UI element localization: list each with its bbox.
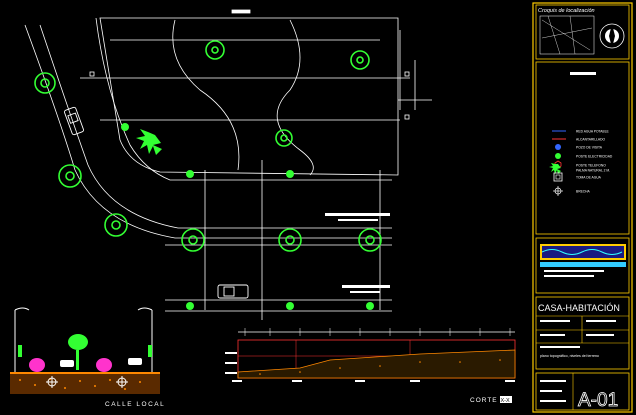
street-label: CALLE LOCAL (105, 401, 165, 408)
level-notes (325, 213, 390, 293)
tree-icon (205, 40, 225, 60)
trees (34, 40, 382, 252)
plan-description: plano topográfico, niveles del terreno (540, 354, 599, 358)
legend-labels: RED AGUA POTABLE ALCANTARILLADO POZO DE … (576, 130, 613, 194)
site-plan (24, 9, 432, 320)
contour-line-2 (276, 19, 314, 176)
car-icon (64, 106, 84, 136)
legend-item-label: POSTE TELEFONO (576, 164, 606, 168)
sheet-panel: A-01 (535, 372, 630, 411)
square-icon (553, 172, 563, 182)
crosshair-icon (553, 186, 563, 196)
tree-icon (275, 129, 293, 147)
legend-symbols (549, 130, 566, 196)
legend-item-label: RED AGUA POTABLE (576, 130, 610, 134)
street-section: CALLE LOCAL (10, 307, 165, 408)
legend-item-label: BRECHA (576, 190, 591, 194)
tree-icon (358, 228, 382, 252)
crosshair-icon (46, 376, 128, 388)
contour-line-1 (172, 19, 240, 171)
tree-icon (34, 72, 56, 94)
banner-panel (535, 237, 630, 294)
section-mark: X-X (501, 398, 511, 404)
car-icon (217, 284, 249, 299)
property-boundary (99, 17, 399, 176)
section-label: CORTE (470, 397, 498, 404)
legend-item-label: POZO DE VISITA (576, 146, 603, 150)
tree-icon (278, 228, 302, 252)
legend-item-label: POSTE ELECTRICIDAD (576, 155, 613, 159)
terrain-profile: CORTE X-X (225, 328, 516, 404)
tree-icon (58, 164, 82, 188)
palm-icon (136, 129, 162, 155)
palm-icon (549, 163, 561, 174)
road-edge-inner (39, 24, 392, 229)
road-edge-inner2 (95, 17, 392, 181)
project-panel: CASA-HABITACIÓN plano topográfico, nivel… (535, 296, 630, 370)
location-panel: Croquis de localización (535, 4, 630, 60)
title-block: Croquis de localización (532, 2, 633, 413)
location-title: Croquis de localización (538, 8, 595, 14)
legend-panel: RED AGUA POTABLE ALCANTARILLADO POZO DE … (535, 61, 630, 235)
soil-hatch (10, 372, 160, 390)
project-title: CASA-HABITACIÓN (538, 303, 620, 313)
north-arrow-icon (599, 23, 625, 49)
legend-item-label: PALMA NATURAL 2 M. (576, 169, 610, 173)
green-dot-icon (555, 153, 561, 159)
tree-icon (350, 50, 370, 70)
tree-icon (181, 228, 205, 252)
blue-dot-icon (555, 144, 561, 150)
legend-item-label: ALCANTARILLADO (576, 138, 606, 142)
legend-item-label: TOMA DE AGUA (576, 176, 602, 180)
tree-icon (104, 213, 128, 237)
shrubs (121, 123, 374, 310)
sheet-number: A-01 (578, 390, 618, 411)
